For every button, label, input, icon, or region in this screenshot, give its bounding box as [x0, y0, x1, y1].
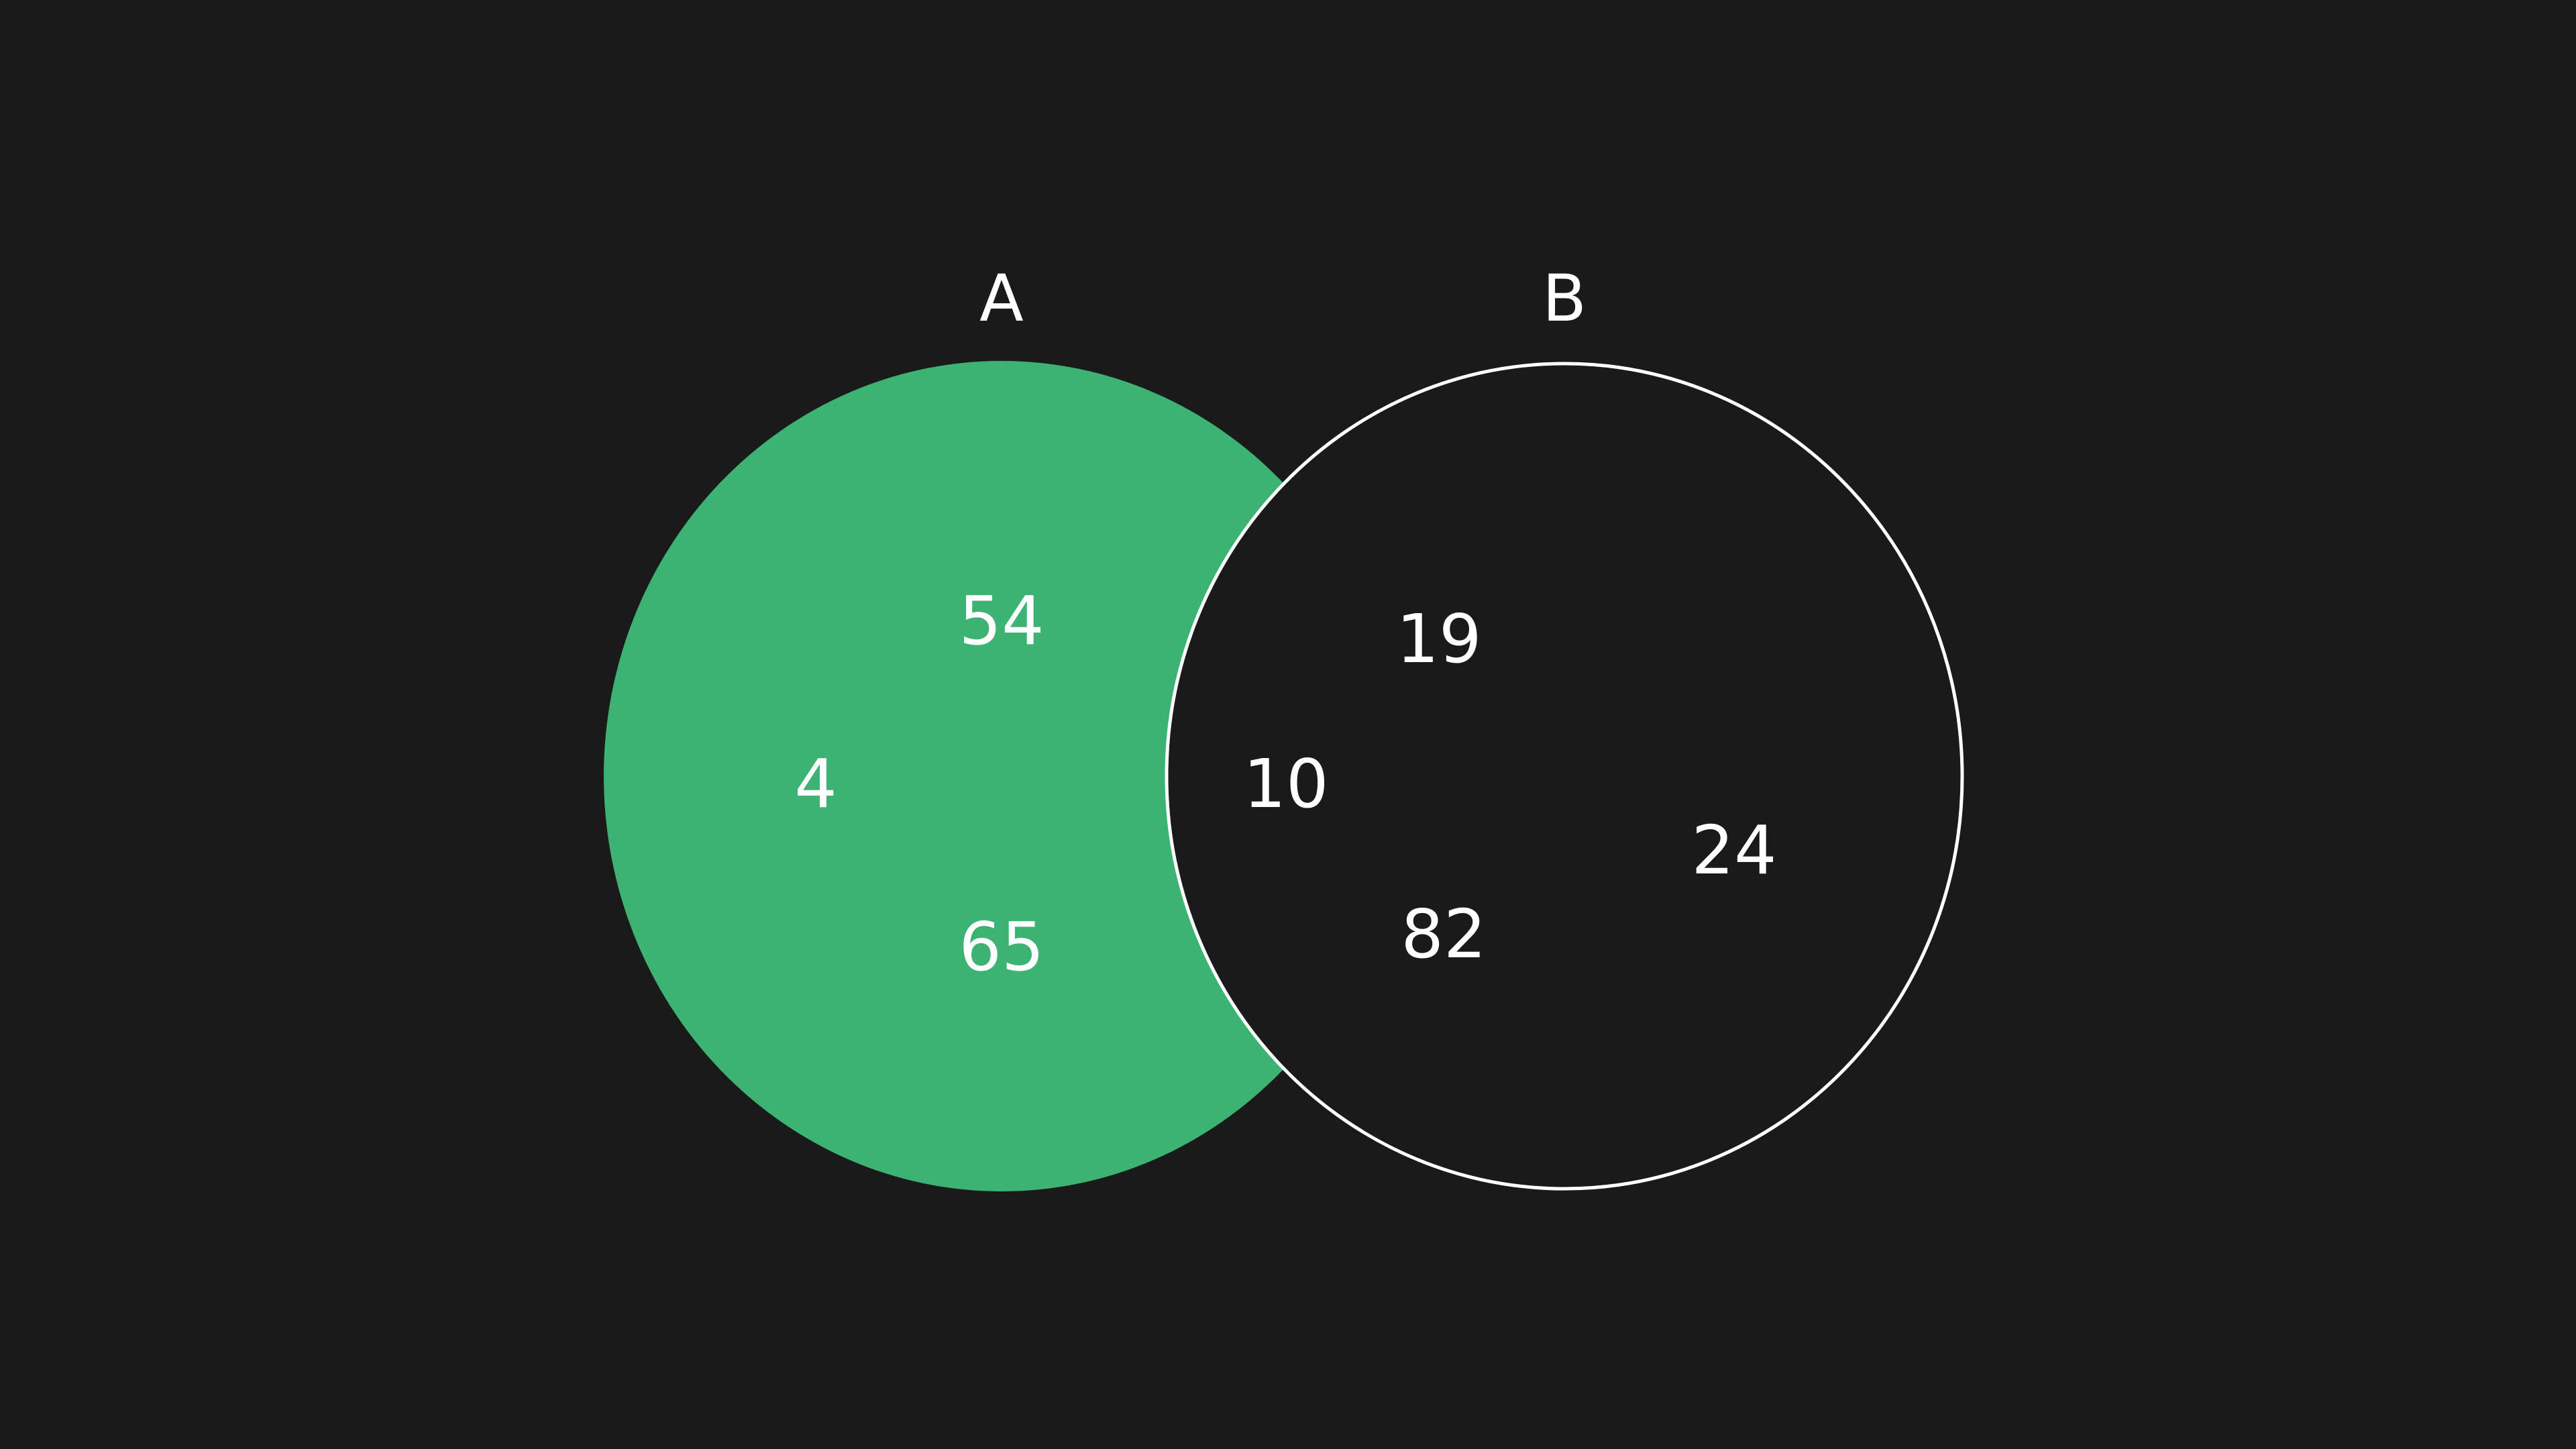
set-b-circle — [1165, 362, 1964, 1191]
set-a-label: A — [979, 261, 1024, 336]
intersection-number: 10 — [1243, 745, 1328, 823]
set-a-only-shaded-region — [604, 361, 1399, 1191]
region-a-top-number: 54 — [959, 582, 1044, 660]
region-a-left-number: 4 — [794, 745, 837, 823]
set-b-label: B — [1542, 261, 1587, 336]
region-a-bottom-number: 65 — [959, 908, 1044, 986]
region-b-right-number: 24 — [1691, 811, 1776, 890]
region-b-top-number: 19 — [1396, 600, 1481, 678]
region-b-bottom-number: 82 — [1401, 895, 1486, 973]
